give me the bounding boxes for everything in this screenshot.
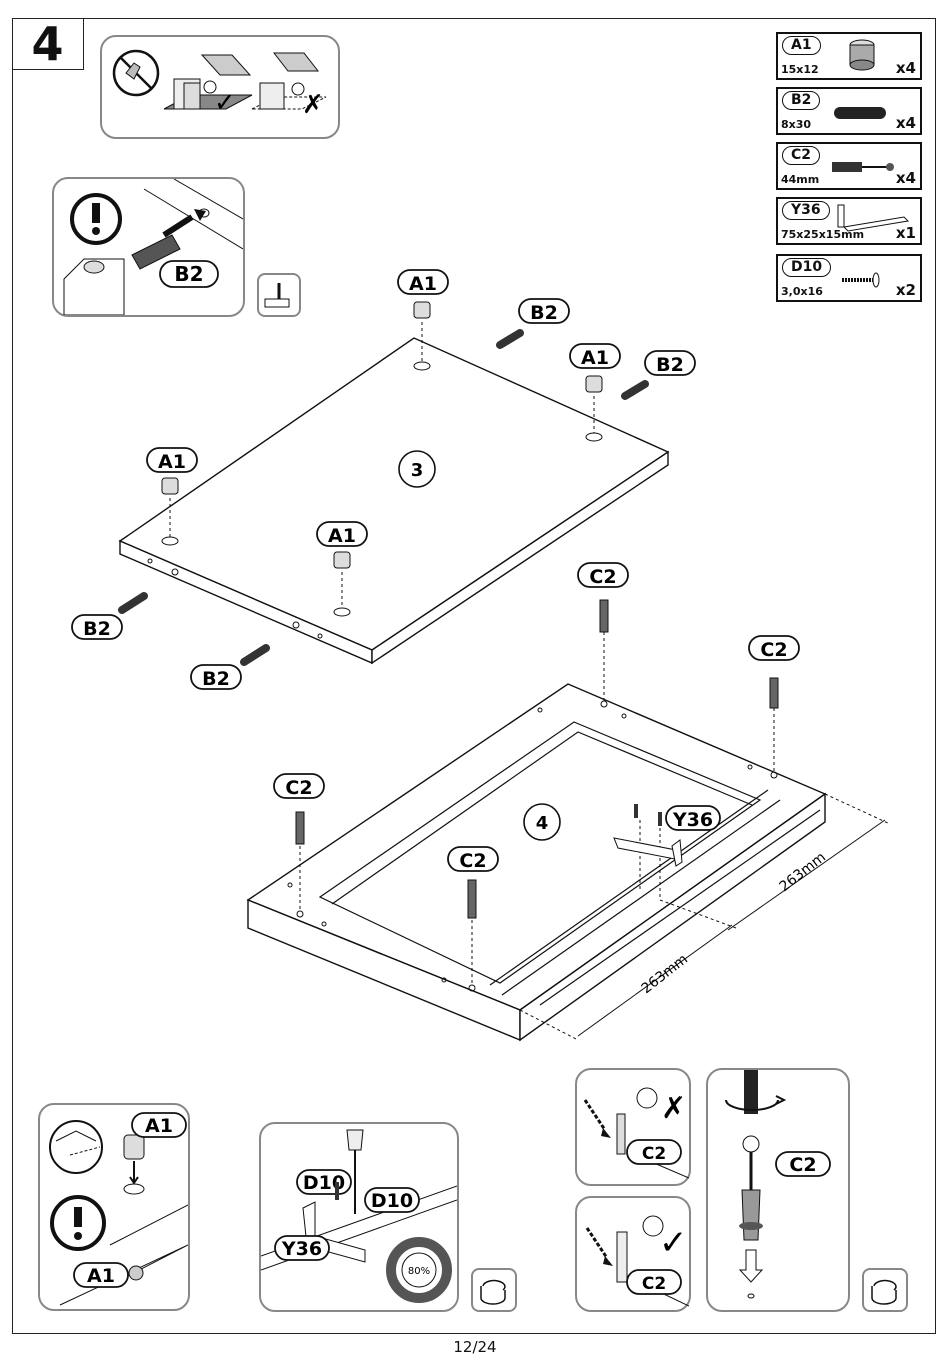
rotate-tool-box (471, 1268, 517, 1312)
y36-callout: Y36 (281, 1238, 322, 1260)
dimension-label: 263mm (777, 849, 829, 895)
b2-callout: B2 (530, 302, 558, 324)
b2-callout: B2 (83, 618, 111, 640)
correct-angle-illustration: ✓ C2 (577, 1198, 689, 1310)
c2-callout: C2 (459, 850, 486, 872)
cam-lock-icon (162, 478, 178, 494)
rotate-tool-box (862, 1268, 908, 1312)
screwdriver-icon (347, 1130, 363, 1150)
cam-lock-icon (414, 302, 430, 318)
c2-callout: C2 (789, 1154, 816, 1176)
b2-callout: B2 (202, 668, 230, 690)
wrong-angle-illustration: ✗ C2 (577, 1070, 689, 1184)
bracket-detail-illustration: D10 D10 Y36 80% (261, 1124, 457, 1310)
a1-callout: A1 (158, 451, 186, 473)
cam-lock-detail-illustration: A1 A1 (40, 1105, 188, 1309)
torque-percent: 80% (408, 1266, 430, 1277)
dimension-label: 263mm (639, 951, 691, 997)
screw-icon (658, 812, 662, 826)
cam-lock-icon (129, 1266, 143, 1280)
dowel-icon (244, 648, 266, 662)
cam-lock-detail-panel: A1 A1 (38, 1103, 190, 1311)
panel-3-number: 3 (411, 460, 424, 481)
cam-bolt-icon (617, 1232, 627, 1282)
a1-callout: A1 (145, 1115, 173, 1137)
page-number: 12/24 (0, 1338, 950, 1356)
c2-callout: C2 (642, 1144, 666, 1164)
check-mark-icon: ✓ (659, 1223, 688, 1263)
cam-bolt-detail-panel: C2 (706, 1068, 850, 1312)
c2-callout: C2 (760, 639, 787, 661)
correct-angle-panel: ✓ C2 (575, 1196, 691, 1312)
cross-mark-icon: ✗ (661, 1091, 686, 1126)
screw-icon (335, 1182, 339, 1200)
cam-bolt-icon (600, 600, 608, 632)
a1-callout: A1 (409, 273, 437, 295)
cam-bolt-icon (296, 812, 304, 844)
dowel-icon (625, 384, 645, 396)
screw-icon (634, 804, 638, 818)
wrong-angle-panel: ✗ C2 (575, 1068, 691, 1186)
cam-bolt-detail-illustration: C2 (708, 1070, 848, 1310)
cam-bolt-icon (617, 1114, 625, 1154)
cam-lock-icon (586, 376, 602, 392)
c2-callout: C2 (589, 566, 616, 588)
a1-callout: A1 (328, 525, 356, 547)
cam-bolt-icon (770, 678, 778, 708)
cam-bolt-icon (742, 1190, 760, 1240)
b2-callout: B2 (656, 354, 684, 376)
cam-bolt-icon (468, 880, 476, 918)
c2-callout: C2 (642, 1274, 666, 1294)
d10-callout: D10 (371, 1190, 413, 1212)
dowel-icon (500, 333, 520, 345)
cam-lock-icon (334, 552, 350, 568)
a1-callout: A1 (87, 1265, 115, 1287)
a1-callout: A1 (581, 347, 609, 369)
sad-face-icon (637, 1088, 657, 1108)
cam-lock-icon (124, 1135, 144, 1159)
y36-callout: Y36 (672, 809, 713, 831)
dowel-icon (122, 596, 144, 610)
rotate-icon (864, 1270, 906, 1310)
panel-4-number: 4 (536, 813, 549, 834)
screwdriver-icon (744, 1070, 758, 1114)
c2-callout: C2 (285, 777, 312, 799)
bracket-detail-panel: D10 D10 Y36 80% (259, 1122, 459, 1312)
screw-head-icon (743, 1136, 759, 1152)
rotate-icon (473, 1270, 515, 1310)
